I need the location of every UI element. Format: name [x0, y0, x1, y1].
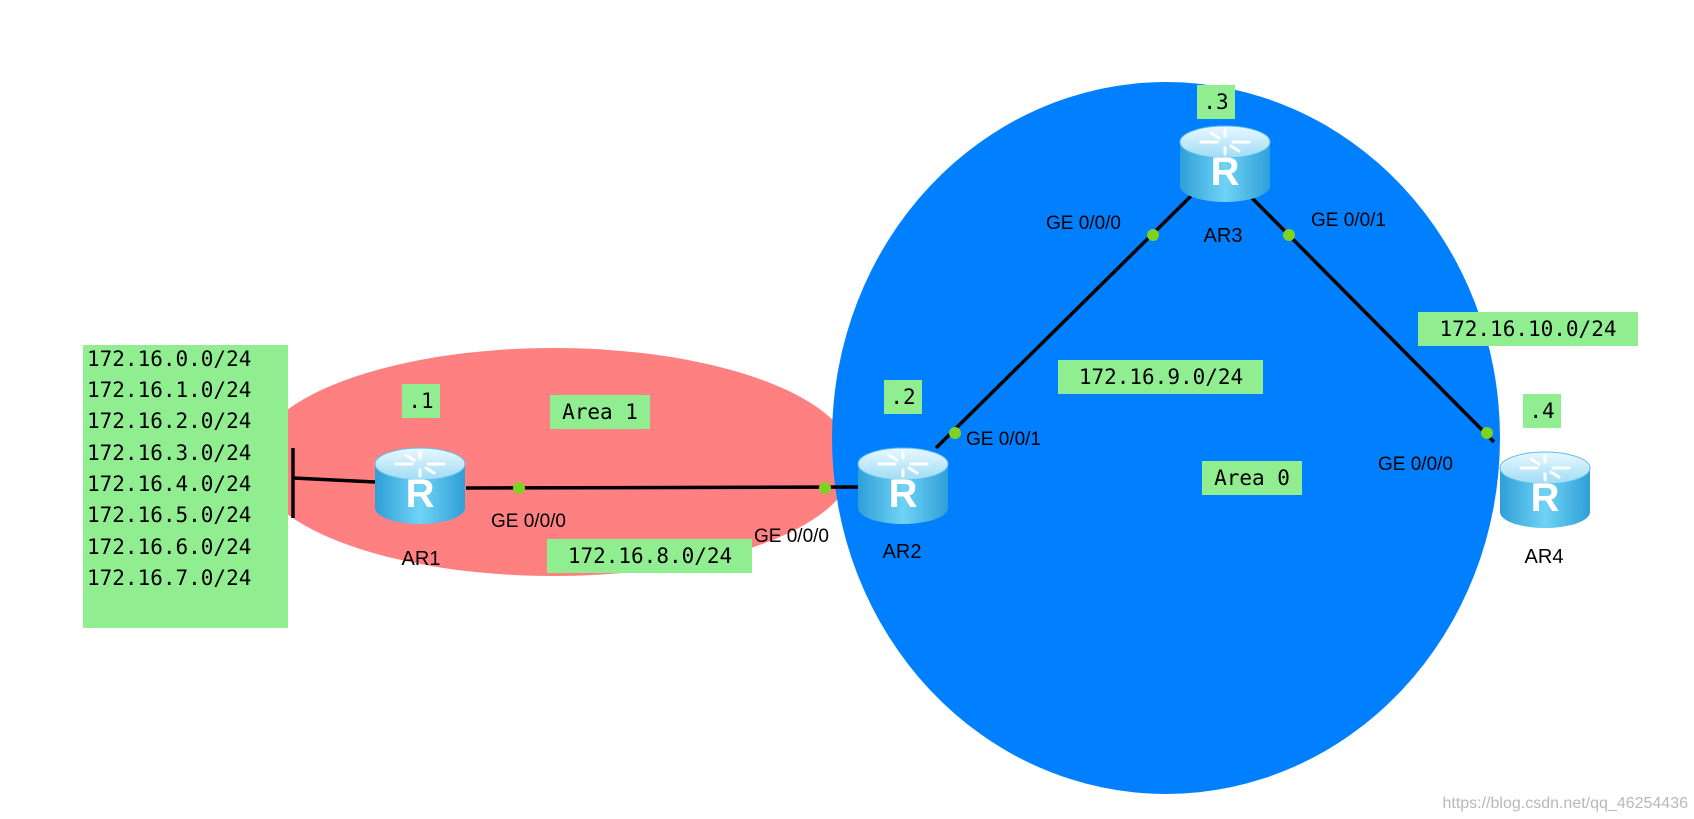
net-ar3-ar4: 172.16.10.0/24: [1439, 317, 1616, 341]
loopback-network: 172.16.7.0/24: [87, 566, 251, 590]
net-ar1-ar2: 172.16.8.0/24: [568, 544, 732, 568]
addr-ar1: .1: [408, 389, 433, 413]
port-dot-ar2-g000: [819, 482, 831, 494]
loopback-network: 172.16.6.0/24: [87, 535, 251, 559]
loopback-network: 172.16.3.0/24: [87, 441, 251, 465]
router-icon[interactable]: [1498, 450, 1592, 530]
loopback-network: 172.16.0.0/24: [87, 347, 251, 371]
net-tag-ar1-ar2: [547, 539, 752, 573]
iface-ar2-g001: GE 0/0/1: [966, 429, 1041, 450]
router-name-ar3: AR3: [1204, 225, 1243, 247]
iface-ar1-g000: GE 0/0/0: [491, 511, 566, 532]
net-tag-ar3-ar4: [1418, 312, 1638, 346]
area-1-label: Area 1: [562, 400, 638, 424]
iface-ar4-g000: GE 0/0/0: [1378, 454, 1453, 475]
link-ar1-loopbacks: [292, 476, 376, 484]
watermark: https://blog.csdn.net/qq_46254436: [1442, 795, 1688, 812]
port-dot-ar1-g000: [513, 482, 525, 494]
link-ar1-ar2: [465, 485, 859, 490]
iface-ar2-g000: GE 0/0/0: [754, 526, 829, 547]
addr-ar4: .4: [1529, 399, 1554, 423]
loopback-network: 172.16.2.0/24: [87, 409, 251, 433]
loopback-list-box: [83, 345, 288, 628]
port-dot-ar3-g001: [1283, 229, 1295, 241]
loopback-network: 172.16.4.0/24: [87, 472, 251, 496]
area-0-tag: [1202, 461, 1302, 495]
port-dot-ar3-g000: [1147, 229, 1159, 241]
addr-tag-ar1: [402, 384, 440, 418]
port-dot-ar2-g001: [949, 427, 961, 439]
router-name-ar1: AR1: [402, 548, 441, 570]
addr-ar2: .2: [890, 385, 915, 409]
area-0-zone: [832, 82, 1500, 794]
net-ar2-ar3: 172.16.9.0/24: [1079, 365, 1243, 389]
addr-tag-ar2: [884, 380, 922, 414]
loopback-network: 172.16.1.0/24: [87, 378, 251, 402]
addr-ar3: .3: [1203, 90, 1228, 114]
router-icon[interactable]: [1178, 124, 1272, 204]
iface-ar3-g001: GE 0/0/1: [1311, 210, 1386, 231]
router-name-ar4: AR4: [1525, 546, 1564, 568]
addr-tag-ar3: [1197, 85, 1235, 119]
addr-tag-ar4: [1523, 394, 1561, 428]
router-name-ar2: AR2: [883, 541, 922, 563]
area-0-label: Area 0: [1214, 466, 1290, 490]
net-tag-ar2-ar3: [1058, 360, 1263, 394]
iface-ar3-g000: GE 0/0/0: [1046, 213, 1121, 234]
port-dot-ar4-g000: [1481, 427, 1493, 439]
router-icon[interactable]: [373, 446, 467, 526]
router-icon[interactable]: [856, 446, 950, 526]
area-1-tag: [550, 395, 650, 429]
loopback-network: 172.16.5.0/24: [87, 503, 251, 527]
